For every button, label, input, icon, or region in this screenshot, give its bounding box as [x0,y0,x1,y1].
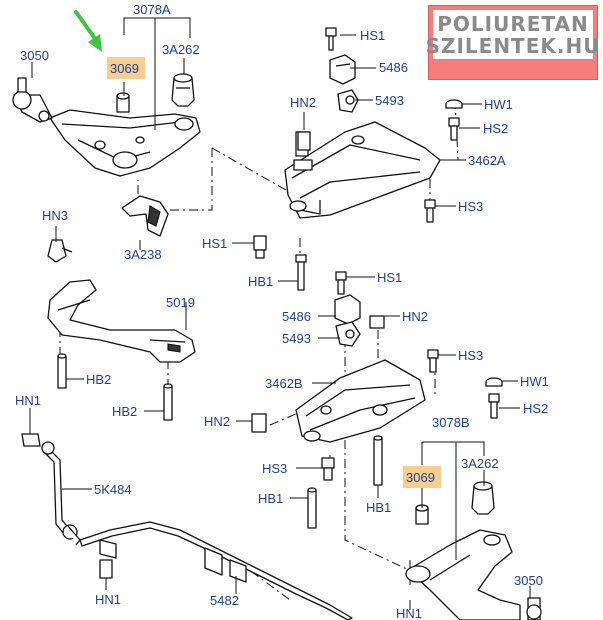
bolt-hs1-lower [335,271,347,295]
label-hn1-c: HN1 [396,606,422,620]
label-hs1-b: HS1 [202,236,227,251]
bolt-hs1-mid [253,235,267,259]
label-5482: 5482 [210,593,239,608]
bolt-hs3-mid [427,349,439,373]
leader-lines [29,17,531,610]
label-hb1-a: HB1 [248,274,273,289]
clamp-5486-top [329,54,356,85]
label-3A262-bottom: 3A262 [461,456,499,471]
label-3A238: 3A238 [124,247,162,262]
label-hs1-a: HS1 [360,28,385,43]
lower-control-arm-left [49,109,201,177]
bolt-hb2-left [57,353,67,389]
watermark-banner: POLIURETAN SZILENTEK.HU [426,5,599,80]
label-hs2-a: HS2 [483,121,508,136]
label-hw1-b: HW1 [520,374,549,389]
label-5K484: 5K484 [94,482,132,497]
label-hn2-c: HN2 [204,414,230,429]
label-5486-a: 5486 [379,60,408,75]
label-3A262-top: 3A262 [162,42,200,57]
bushing-5493-top [337,89,359,113]
label-3050-bottom: 3050 [514,573,543,588]
label-5486-b: 5486 [282,309,311,324]
label-hb2-b: HB2 [112,404,137,419]
watermark-line-1: POLIURETAN [437,11,589,36]
bolt-hs1-top [325,27,337,51]
label-3462B: 3462B [265,376,303,391]
clip-hn3 [47,239,73,263]
bushing-3069-top [116,92,130,113]
label-3069-bottom: 3069 [406,470,435,485]
bolt-hs2-top [448,117,460,141]
label-hn1-b: HN1 [95,592,121,607]
bushing-3A262-top [171,73,195,107]
bolt-hb2-right [163,383,173,421]
label-5019: 5019 [166,295,195,310]
label-hw1-a: HW1 [484,97,513,112]
nut-hn1-bottom [99,559,113,579]
label-3078B: 3078B [432,415,470,430]
highlight-3069-bottom [403,466,441,488]
crossmember-bracket-3462B [295,359,426,443]
bolt-hs3-bottom [321,457,335,481]
bracket-3A238 [121,195,169,237]
label-3462A: 3462A [468,153,506,168]
stabilizer-arm-5019 [47,279,196,363]
ball-joint-3050-top [12,77,53,123]
label-3078A: 3078A [133,2,171,17]
label-hn1-a: HN1 [15,393,41,408]
label-hb1-b: HB1 [366,500,391,515]
label-hs3-c: HS3 [262,461,287,476]
bushing-3A262-bottom [471,481,495,515]
stabilizer-bar-5482 [79,521,353,620]
label-5493-b: 5493 [282,331,311,346]
stabilizer-link-5K484 [21,433,81,546]
label-hb2-a: HB2 [86,372,111,387]
nut-hn2-top [297,131,311,151]
highlight-3069-top [107,57,145,79]
ball-joint-3050-bottom [526,597,542,620]
nut-hn2-mid [369,315,385,329]
nut-hn2-bottom [251,413,267,433]
lower-control-arm-right [405,529,521,620]
label-hn2-a: HN2 [290,95,316,110]
label-5493-a: 5493 [375,93,404,108]
bolt-hb1-top [295,254,307,291]
label-hs2-b: HS2 [523,401,548,416]
label-hs3-b: HS3 [458,348,483,363]
label-hn2-b: HN2 [402,309,428,324]
clamp-5486-bottom [334,294,361,325]
label-3069-top: 3069 [110,61,139,76]
green-arrow-icon [74,10,102,52]
bolt-hb1-bottom [307,487,317,529]
label-3050-top: 3050 [20,48,49,63]
bushing-5493-bottom [335,321,361,347]
label-hb1-c: HB1 [258,491,283,506]
bolt-hs2-bottom [488,393,500,419]
label-hn3: HN3 [42,208,68,223]
watermark-line-2: SZILENTEK.HU [425,33,601,58]
bolt-hb1-mid [373,435,383,486]
washer-hw1-bottom [485,377,503,387]
washer-hw1-top [445,99,463,109]
label-hs3-a: HS3 [458,199,483,214]
crossmember-bracket-3462A [284,121,441,219]
callout-labels: 3078A 3069 3A262 3050 HS1 5486 HN2 5493 … [15,2,549,620]
bolt-hs3-top [424,199,436,223]
watermark-text-panel: POLIURETAN SZILENTEK.HU [426,10,599,59]
label-hs1-c: HS1 [377,270,402,285]
